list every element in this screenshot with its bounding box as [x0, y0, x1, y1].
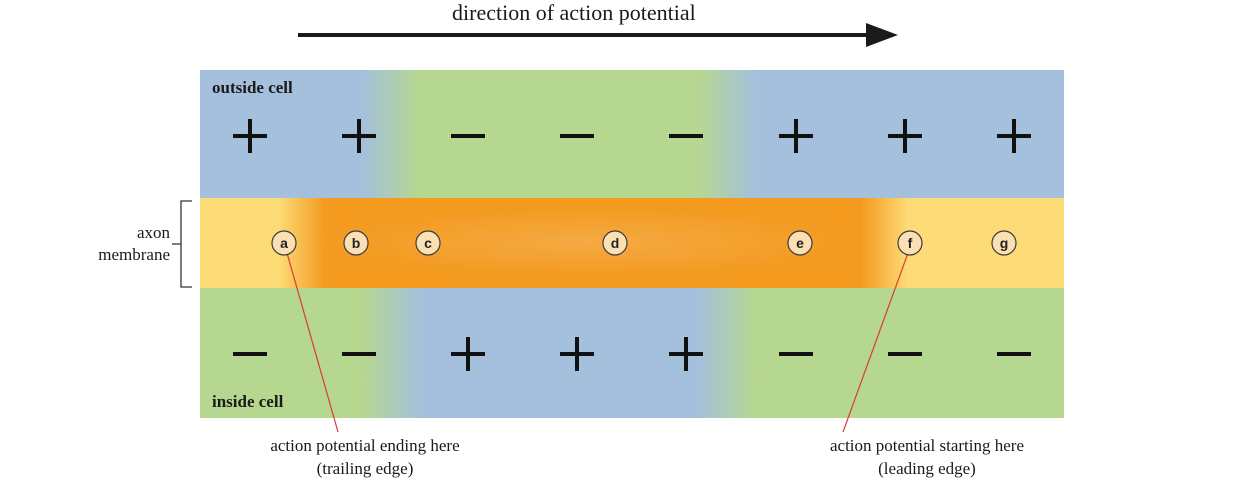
- trailing-edge-label-line2: (trailing edge): [316, 459, 414, 478]
- point-a: a: [271, 230, 297, 256]
- leading-edge-label: action potential starting here (leading …: [797, 434, 1057, 480]
- point-d: d: [602, 230, 628, 256]
- point-c: c: [415, 230, 441, 256]
- inside-charge-minus: [233, 352, 267, 356]
- point-label: b: [352, 235, 361, 251]
- point-e: e: [787, 230, 813, 256]
- leading-edge-pointer: [842, 252, 909, 433]
- trailing-edge-label-line1: action potential ending here: [270, 436, 460, 455]
- point-label: d: [611, 235, 620, 251]
- inside-charge-minus: [888, 352, 922, 356]
- point-g: g: [991, 230, 1017, 256]
- point-label: g: [1000, 235, 1009, 251]
- leading-edge-label-line2: (leading edge): [878, 459, 976, 478]
- axon-membrane-label: axon membrane: [60, 222, 170, 266]
- outside-charge-plus: [997, 119, 1031, 153]
- point-label: c: [424, 235, 432, 251]
- membrane-highlight: [310, 206, 870, 278]
- outside-charge-plus: [342, 119, 376, 153]
- inside-cell-label: inside cell: [212, 392, 284, 411]
- point-f: f: [897, 230, 923, 256]
- trailing-edge-pointer: [286, 252, 339, 433]
- inside-charge-plus: [669, 337, 703, 371]
- point-label: f: [908, 235, 913, 251]
- point-label: e: [796, 235, 804, 251]
- axon-membrane-label-line1: axon: [136, 223, 170, 242]
- inside-cell-region: [200, 288, 1064, 418]
- inside-charge-plus: [560, 337, 594, 371]
- leading-edge-label-line1: action potential starting here: [829, 436, 1024, 455]
- inside-charge-minus: [342, 352, 376, 356]
- outside-charge-minus: [451, 134, 485, 138]
- inside-charge-minus: [779, 352, 813, 356]
- outside-charge-plus: [779, 119, 813, 153]
- outside-cell-region: [200, 70, 1064, 198]
- direction-arrow-head: [866, 23, 898, 47]
- point-label: a: [280, 235, 288, 251]
- inside-charge-plus: [451, 337, 485, 371]
- direction-label: direction of action potential: [452, 0, 696, 25]
- outside-cell-label: outside cell: [212, 78, 293, 97]
- point-b: b: [343, 230, 369, 256]
- outside-charge-plus: [888, 119, 922, 153]
- membrane-bracket: [172, 200, 192, 288]
- inside-charge-minus: [997, 352, 1031, 356]
- outside-charge-plus: [233, 119, 267, 153]
- axon-membrane-label-line2: membrane: [98, 245, 170, 264]
- outside-charge-minus: [669, 134, 703, 138]
- outside-charge-minus: [560, 134, 594, 138]
- trailing-edge-label: action potential ending here (trailing e…: [240, 434, 490, 480]
